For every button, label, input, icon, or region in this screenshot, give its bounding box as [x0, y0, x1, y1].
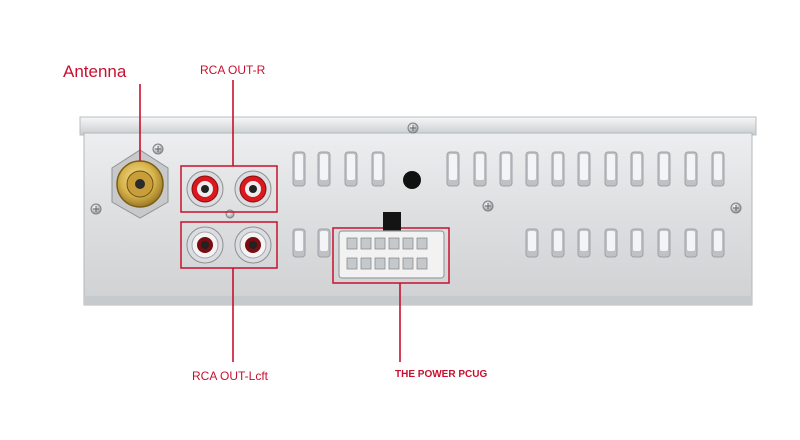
rca-jack-icon [234, 226, 272, 264]
screw-icon [152, 143, 164, 155]
callout-lines [139, 80, 401, 362]
screw-icon [407, 122, 419, 134]
screw-icon [90, 203, 102, 215]
rca-jack-icon [186, 226, 224, 264]
rca-jack-icon [186, 170, 224, 208]
rear-panel [83, 132, 753, 306]
screw-icon [225, 209, 235, 219]
chassis-bottom-edge [84, 296, 752, 305]
antenna-label: Antenna [63, 62, 127, 81]
mounting-hole [403, 171, 421, 189]
rca-out-left-highlight [180, 221, 278, 269]
iso-power-connector-icon [338, 212, 445, 279]
power-plug-label: THE POWER PCUG [395, 369, 488, 380]
rca-jack-icon [234, 170, 272, 208]
screw-icon [482, 200, 494, 212]
rca-out-left-label: RCA OUT-Lcft [192, 369, 269, 383]
rca-out-right-label: RCA OUT-R [200, 63, 266, 77]
rca-out-right-highlight [180, 165, 278, 213]
screw-icon [730, 202, 742, 214]
